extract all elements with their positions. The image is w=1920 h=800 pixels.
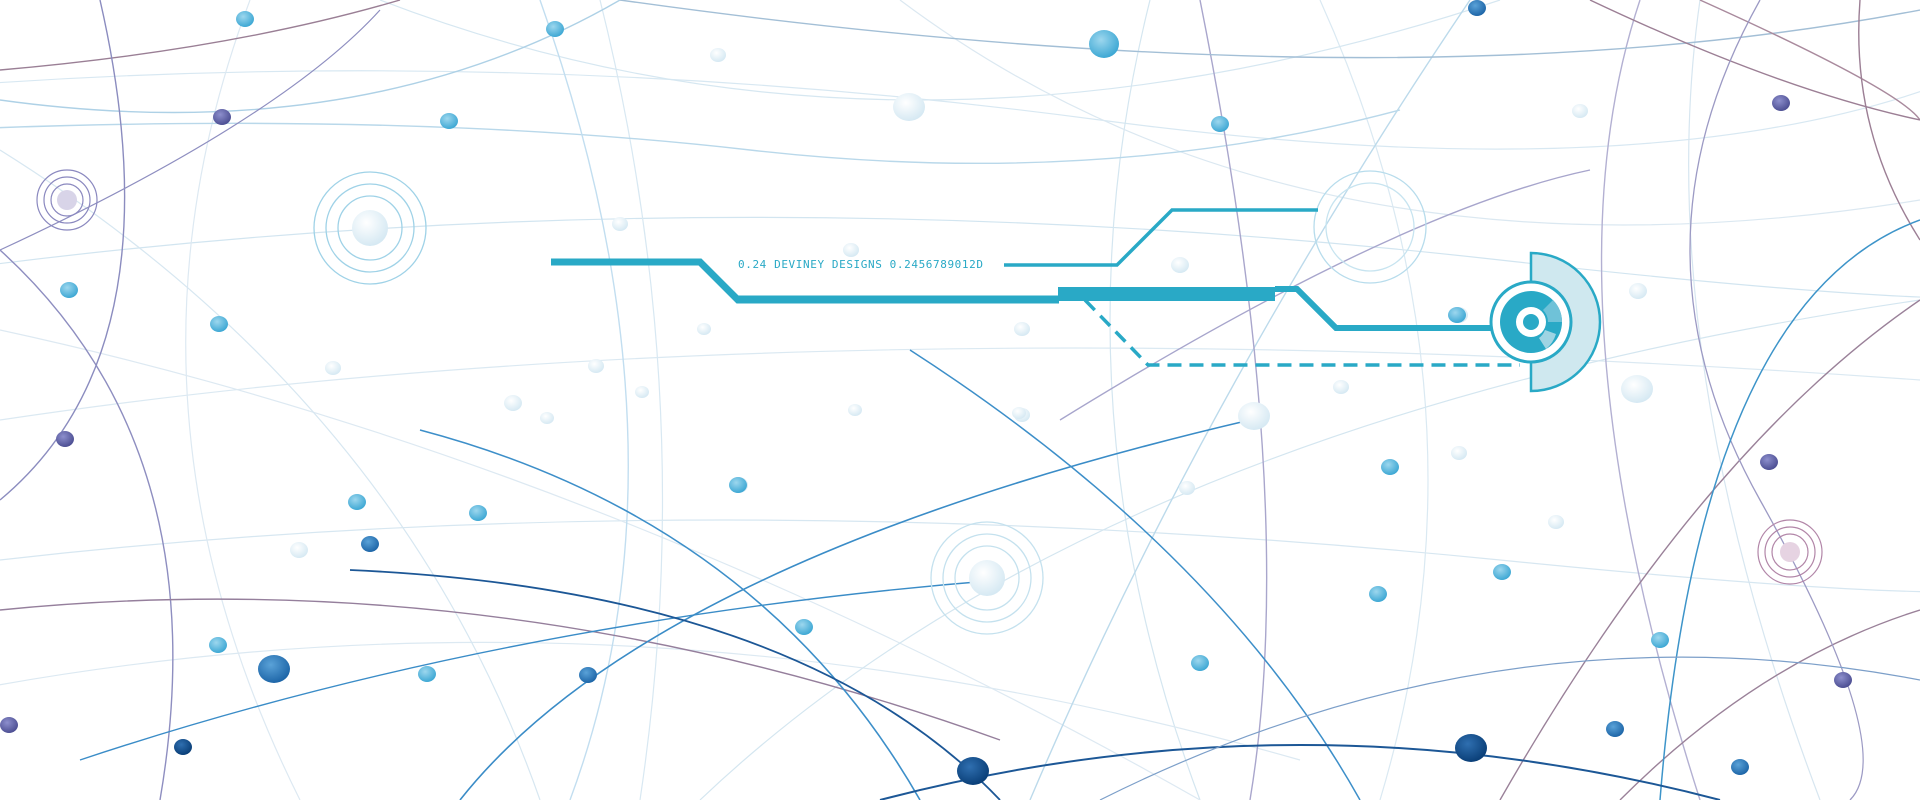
concentric-rings-icon: [36, 169, 98, 231]
concentric-rings-icon: [313, 171, 427, 285]
concentric-rings-icon: [1313, 170, 1427, 284]
hud-circuit-overlay: [551, 208, 1520, 367]
concentric-rings-icon: [1757, 519, 1823, 585]
hud-label: 0.24 DEVINEY DESIGNS 0.2456789012D: [738, 258, 984, 271]
network-nodes: [0, 0, 1852, 785]
concentric-rings-icon: [930, 521, 1044, 635]
target-reticle-icon: [1489, 251, 1602, 393]
